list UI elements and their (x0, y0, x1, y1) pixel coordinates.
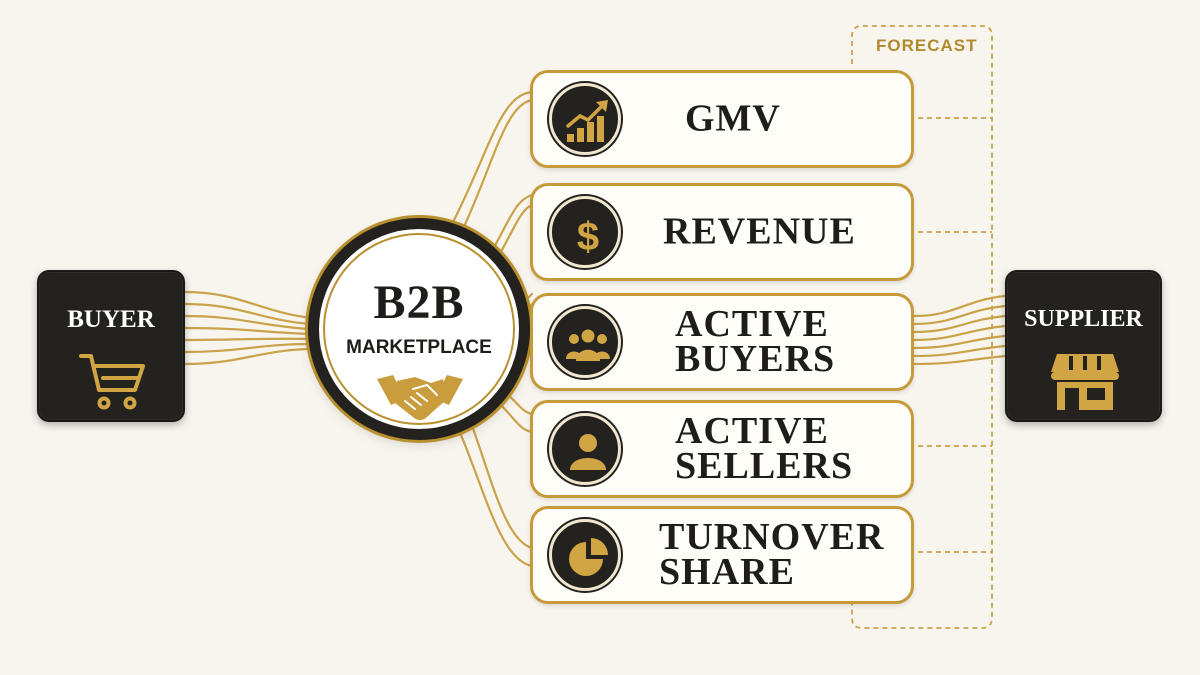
growth-chart-icon (549, 83, 621, 155)
buyer-node: BUYER (37, 270, 185, 422)
metric-label: REVENUE (663, 210, 856, 253)
metric-revenue: $ REVENUE (530, 183, 914, 281)
pie-chart-icon (549, 519, 621, 591)
shopping-cart-icon (79, 354, 145, 410)
supplier-label: SUPPLIER (1024, 306, 1143, 332)
users-group-icon (549, 306, 621, 378)
user-icon (549, 413, 621, 485)
forecast-label: FORECAST (868, 36, 986, 56)
hub-title: B2B (373, 276, 465, 329)
b2b-marketplace-hub: B2B MARKETPLACE (308, 218, 530, 440)
metric-gmv: GMV (530, 70, 914, 168)
hub-subtitle: MARKETPLACE (346, 337, 492, 358)
buyer-label: BUYER (67, 306, 155, 333)
dollar-icon: $ (549, 196, 621, 268)
handshake-icon (377, 375, 463, 420)
storefront-icon (1051, 354, 1119, 410)
metric-label: GMV (685, 97, 781, 140)
supplier-node: SUPPLIER (1005, 270, 1162, 422)
svg-text:$: $ (577, 215, 599, 259)
